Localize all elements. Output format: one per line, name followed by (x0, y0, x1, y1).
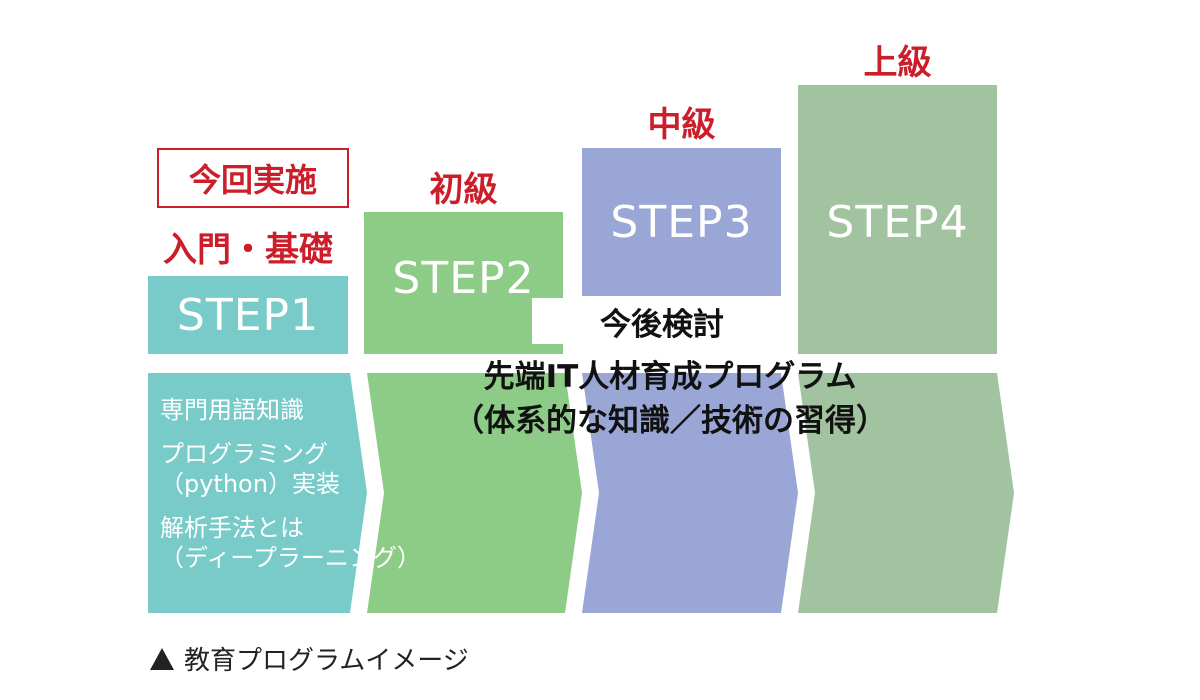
step1-contents-list: 専門用語知識 プログラミング （python）実装 解析手法とは （ディープラー… (160, 395, 421, 573)
future-program-text: 先端IT人材育成プログラム （体系的な知識／技術の習得） (360, 355, 980, 443)
step4-box: STEP4 (798, 85, 997, 354)
caption-text: 教育プログラムイメージ (184, 646, 469, 676)
future-program-title: 先端IT人材育成プログラム (483, 359, 857, 395)
future-heading: 今後検討 (532, 298, 792, 344)
triangle-up-icon (150, 647, 174, 670)
badge-label: 今回実施 (188, 161, 317, 199)
step2-box: STEP2 (364, 212, 563, 354)
list-item: （ディープラーニング） (160, 544, 421, 572)
step2-label: STEP2 (392, 252, 535, 304)
list-item: （python）実装 (160, 470, 340, 498)
current-implementation-badge: 今回実施 (157, 148, 349, 208)
step1-label: STEP1 (176, 289, 320, 341)
step4-label: STEP4 (826, 197, 969, 248)
step4-level-label: 上級 (863, 43, 932, 83)
step2-level-label: 初級 (429, 170, 498, 210)
step2-chevron (367, 373, 582, 613)
step1-level-label: 入門・基礎 (163, 230, 333, 270)
step3-box: STEP3 (582, 148, 781, 296)
future-program-subtitle: （体系的な知識／技術の習得） (453, 403, 887, 439)
list-item: プログラミング (160, 440, 328, 468)
list-item: 解析手法とは (160, 514, 304, 542)
step4-chevron (798, 373, 1014, 613)
step3-label: STEP3 (610, 196, 753, 248)
step1-chevron (148, 373, 367, 613)
list-item: 専門用語知識 (160, 396, 304, 424)
step3-chevron (582, 373, 798, 613)
figure-caption: 教育プログラムイメージ (150, 640, 469, 677)
step1-box: STEP1 (148, 276, 348, 354)
step3-level-label: 中級 (647, 105, 716, 145)
